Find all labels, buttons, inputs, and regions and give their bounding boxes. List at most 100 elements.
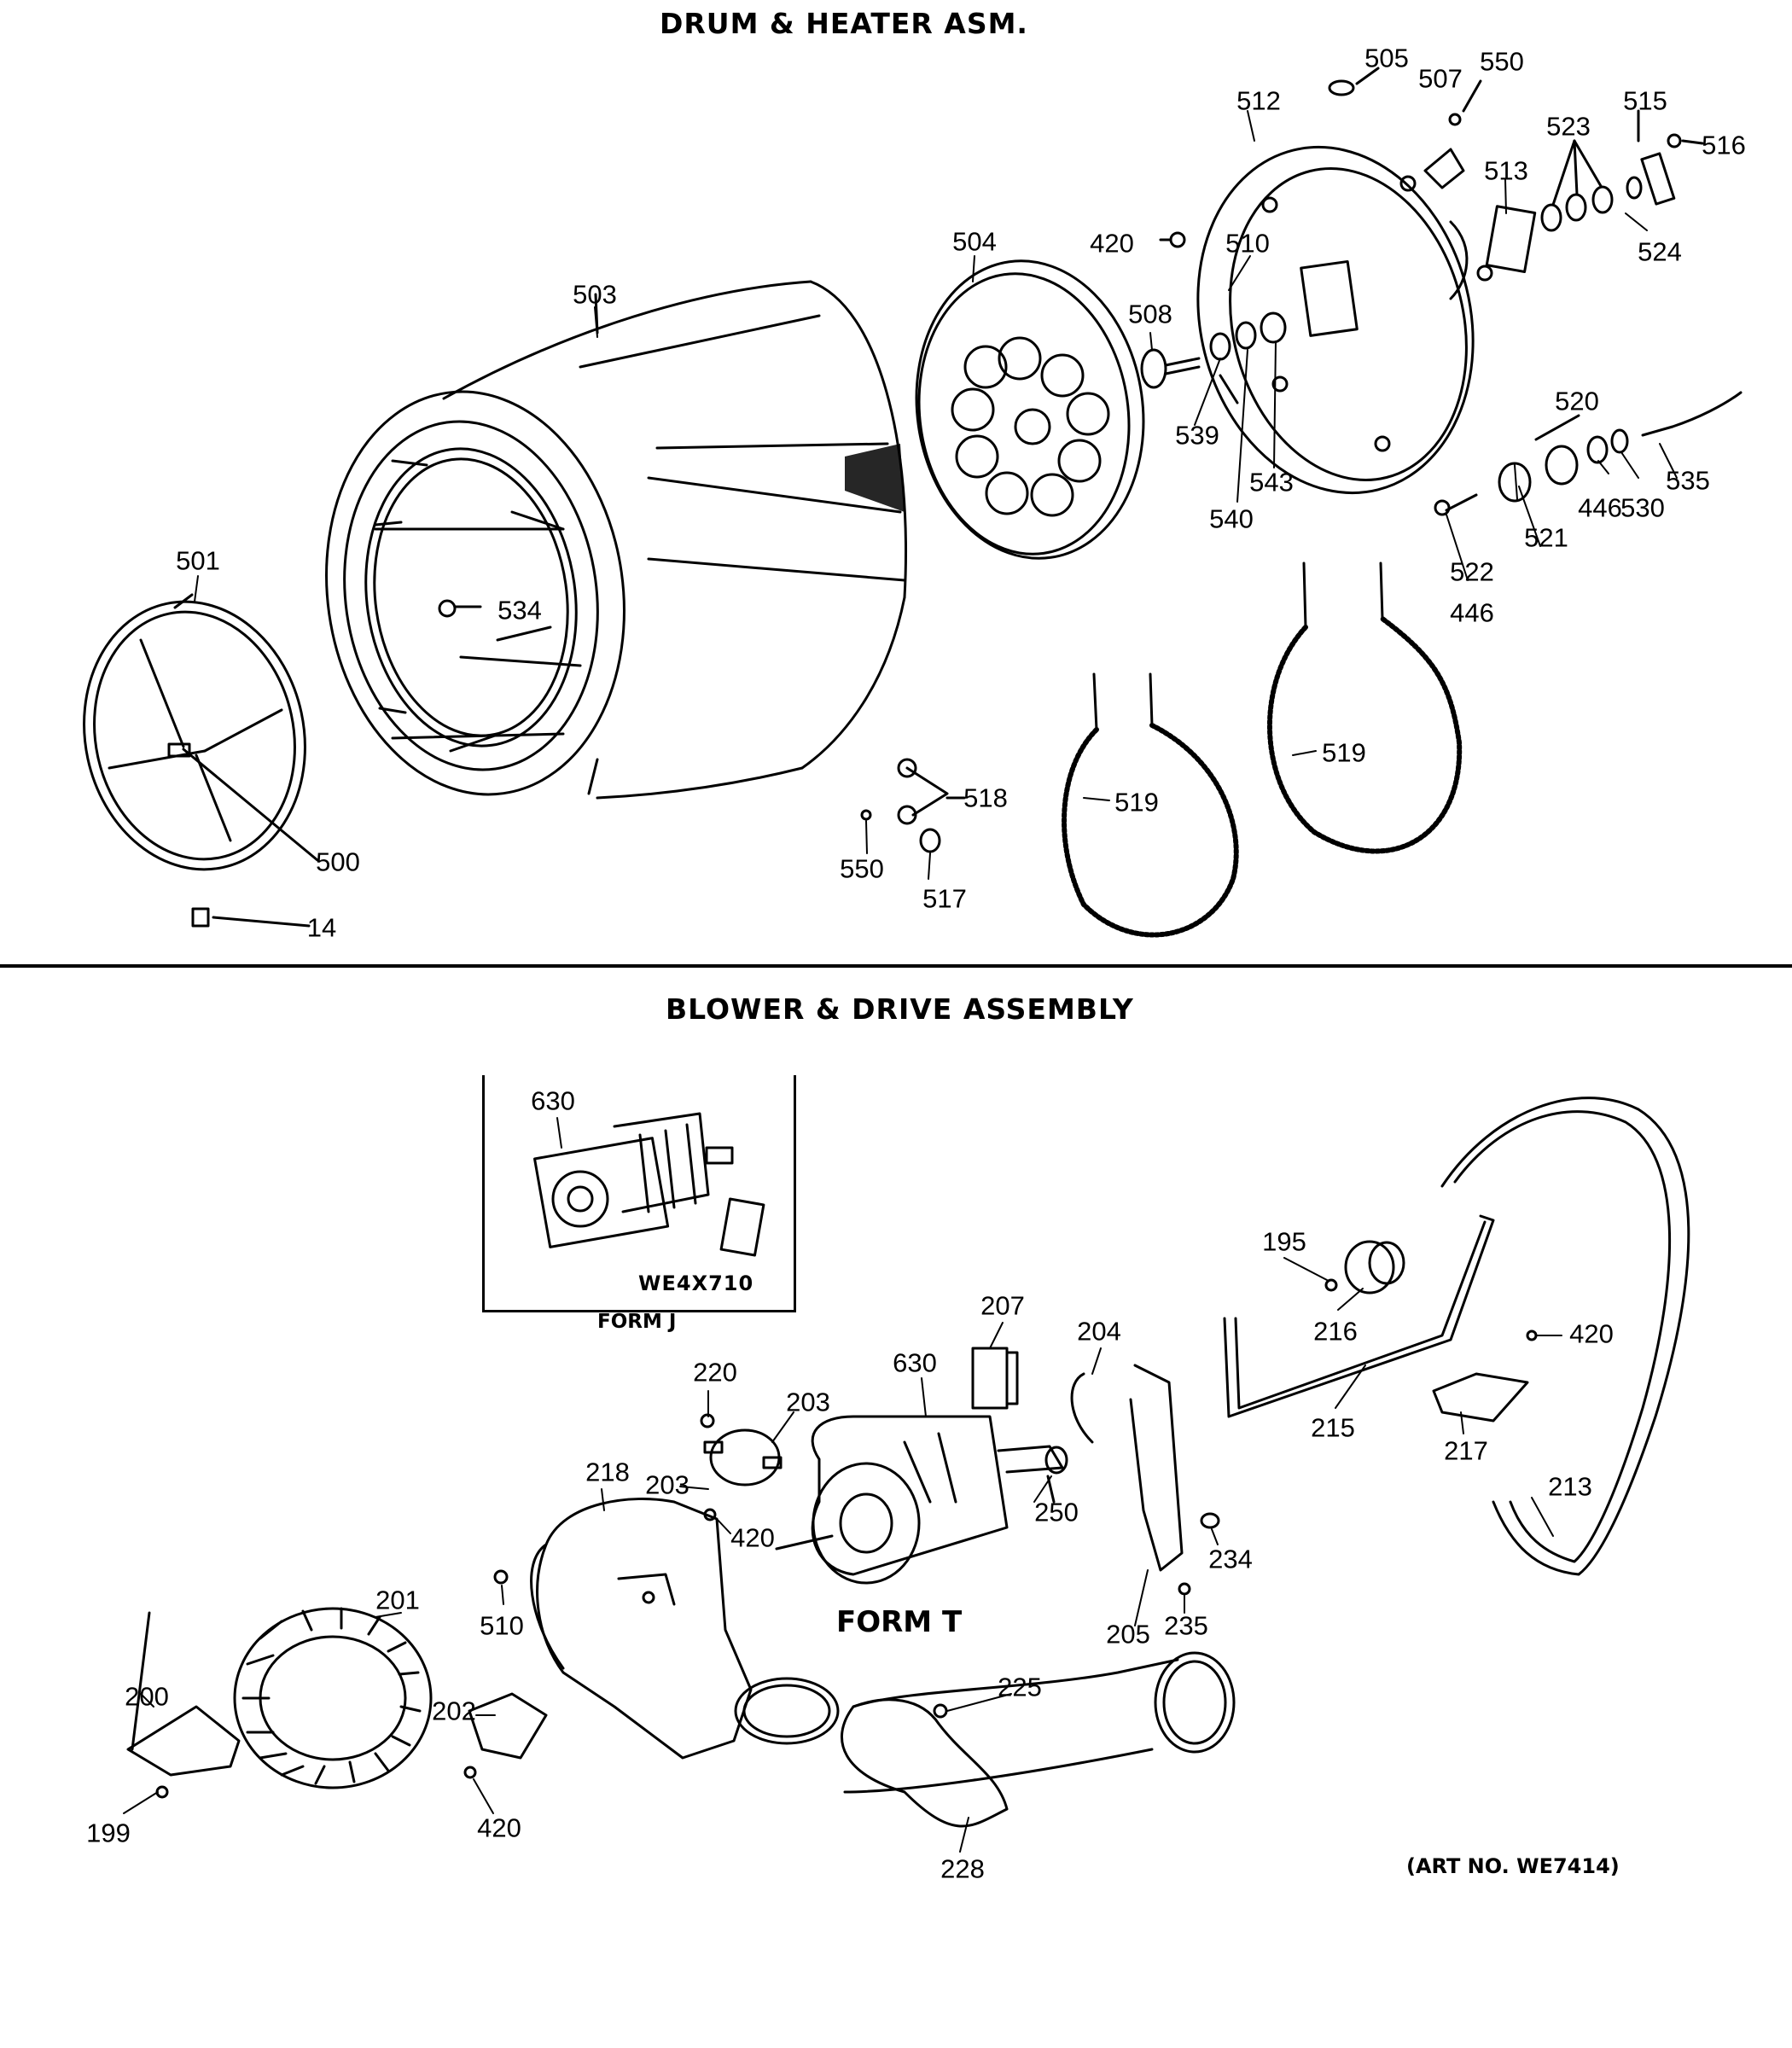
sensors-505-507-550	[1328, 67, 1482, 189]
part-label-519-left: 519	[1114, 787, 1159, 817]
part-label-420: 420	[1090, 228, 1134, 259]
part-label-521: 521	[1524, 522, 1568, 553]
blower-housing-218	[530, 1498, 840, 1760]
part-label-512: 512	[1236, 85, 1281, 116]
part-label-630: 630	[893, 1347, 937, 1378]
part-label-216: 216	[1313, 1316, 1358, 1347]
part-label-218: 218	[585, 1457, 630, 1487]
form-t-label: FORM T	[836, 1605, 963, 1639]
terminal-parts-520	[1434, 391, 1743, 516]
part-label-540: 540	[1209, 503, 1254, 534]
part-label-500: 500	[316, 847, 360, 877]
part-label-220: 220	[693, 1357, 737, 1388]
part-label-14: 14	[306, 912, 337, 943]
hardware-234-235	[1178, 1512, 1220, 1596]
clip-14	[191, 907, 311, 928]
part-label-523: 523	[1546, 111, 1591, 142]
part-label-510: 510	[1225, 228, 1270, 259]
part-label-535: 535	[1666, 465, 1710, 496]
part-label-520: 520	[1555, 386, 1599, 416]
blower-wheel-201	[233, 1607, 433, 1789]
bracket-217	[1432, 1329, 1538, 1423]
bracket-200	[126, 1611, 241, 1799]
part-label-203: 203	[786, 1387, 830, 1417]
idler-pulley-216	[1324, 1240, 1405, 1295]
drum-heater-title: DRUM & HEATER ASM.	[660, 7, 1028, 40]
part-label-250: 250	[1034, 1497, 1079, 1527]
blower-leader-lines	[123, 1117, 1562, 1853]
part-label-522: 522	[1450, 556, 1494, 587]
part-label-195: 195	[1262, 1226, 1306, 1257]
part-label-420-motor: 420	[730, 1522, 775, 1553]
part-label-501: 501	[176, 545, 220, 576]
part-label-516: 516	[1702, 130, 1746, 160]
drum-front-ring	[83, 593, 319, 871]
bracket-513-parts	[1485, 109, 1704, 273]
screw-510-blower	[493, 1569, 509, 1585]
part-label-446-lower: 446	[1450, 597, 1494, 628]
washers-539-540-543	[1209, 311, 1287, 404]
section-divider	[0, 964, 1792, 968]
blower-drive-title: BLOWER & DRIVE ASSEMBLY	[666, 992, 1134, 1026]
part-label-518: 518	[963, 783, 1008, 813]
heater-coils-519	[1062, 616, 1463, 938]
idler-arm-215	[1223, 1214, 1495, 1418]
part-label-446: 446	[1578, 492, 1622, 523]
part-label-204: 204	[1077, 1316, 1121, 1347]
motor-630	[775, 1415, 1064, 1585]
part-label-420-blower: 420	[1569, 1318, 1614, 1349]
part-label-530: 530	[1620, 492, 1665, 523]
shaft-508	[1140, 348, 1201, 389]
part-label-534: 534	[497, 595, 542, 625]
form-j-label: FORM J	[597, 1311, 677, 1333]
heater-housing-512	[1196, 145, 1493, 495]
screw-420-top	[1159, 231, 1186, 248]
switch-207	[971, 1347, 1019, 1410]
motor-clamps-203	[700, 1413, 783, 1521]
rear-panel-504	[915, 259, 1145, 560]
part-label-510-blower: 510	[480, 1610, 524, 1641]
part-label-213: 213	[1548, 1471, 1592, 1502]
drum-503	[325, 280, 908, 800]
part-label-517: 517	[922, 883, 967, 914]
kit-code-label: WE4X710	[638, 1271, 754, 1295]
screw-534	[438, 599, 552, 642]
heater-coil-leads	[1092, 561, 1384, 731]
heater-bracket-518	[860, 758, 966, 853]
part-label-505: 505	[1364, 43, 1409, 73]
part-label-228: 228	[940, 1853, 985, 1884]
part-label-200: 200	[125, 1681, 169, 1712]
form-j-inset-box	[482, 1075, 796, 1312]
part-label-225: 225	[998, 1672, 1042, 1702]
part-label-420-cover: 420	[477, 1812, 521, 1843]
part-label-217: 217	[1444, 1435, 1488, 1466]
cover-202	[463, 1692, 548, 1779]
part-label-205: 205	[1106, 1619, 1150, 1649]
part-label-550: 550	[1480, 46, 1524, 77]
part-label-508: 508	[1128, 299, 1172, 329]
part-label-507: 507	[1418, 63, 1463, 94]
part-label-199: 199	[86, 1818, 131, 1848]
art-number-label: (ART NO. WE7414)	[1406, 1854, 1620, 1878]
part-label-630-inset: 630	[531, 1085, 575, 1116]
part-label-513: 513	[1484, 155, 1528, 186]
inset-motor-630	[533, 1112, 765, 1257]
part-label-202: 202	[432, 1696, 476, 1726]
part-label-519-right: 519	[1322, 737, 1366, 768]
part-label-550-lower: 550	[840, 853, 884, 884]
part-label-524: 524	[1638, 236, 1682, 267]
part-label-234: 234	[1208, 1544, 1253, 1574]
part-label-504: 504	[952, 226, 997, 257]
drive-belt-213	[1440, 1097, 1690, 1576]
motor-mount-204-205	[1070, 1364, 1184, 1572]
part-label-515: 515	[1623, 85, 1667, 116]
part-label-235: 235	[1164, 1610, 1208, 1641]
part-label-215: 215	[1311, 1412, 1355, 1443]
part-label-203-lower: 203	[645, 1469, 689, 1500]
part-label-207: 207	[980, 1290, 1025, 1321]
part-label-201: 201	[375, 1585, 420, 1615]
drum-leader-lines	[194, 110, 1678, 880]
part-label-543: 543	[1249, 467, 1294, 497]
part-label-539: 539	[1175, 420, 1219, 451]
